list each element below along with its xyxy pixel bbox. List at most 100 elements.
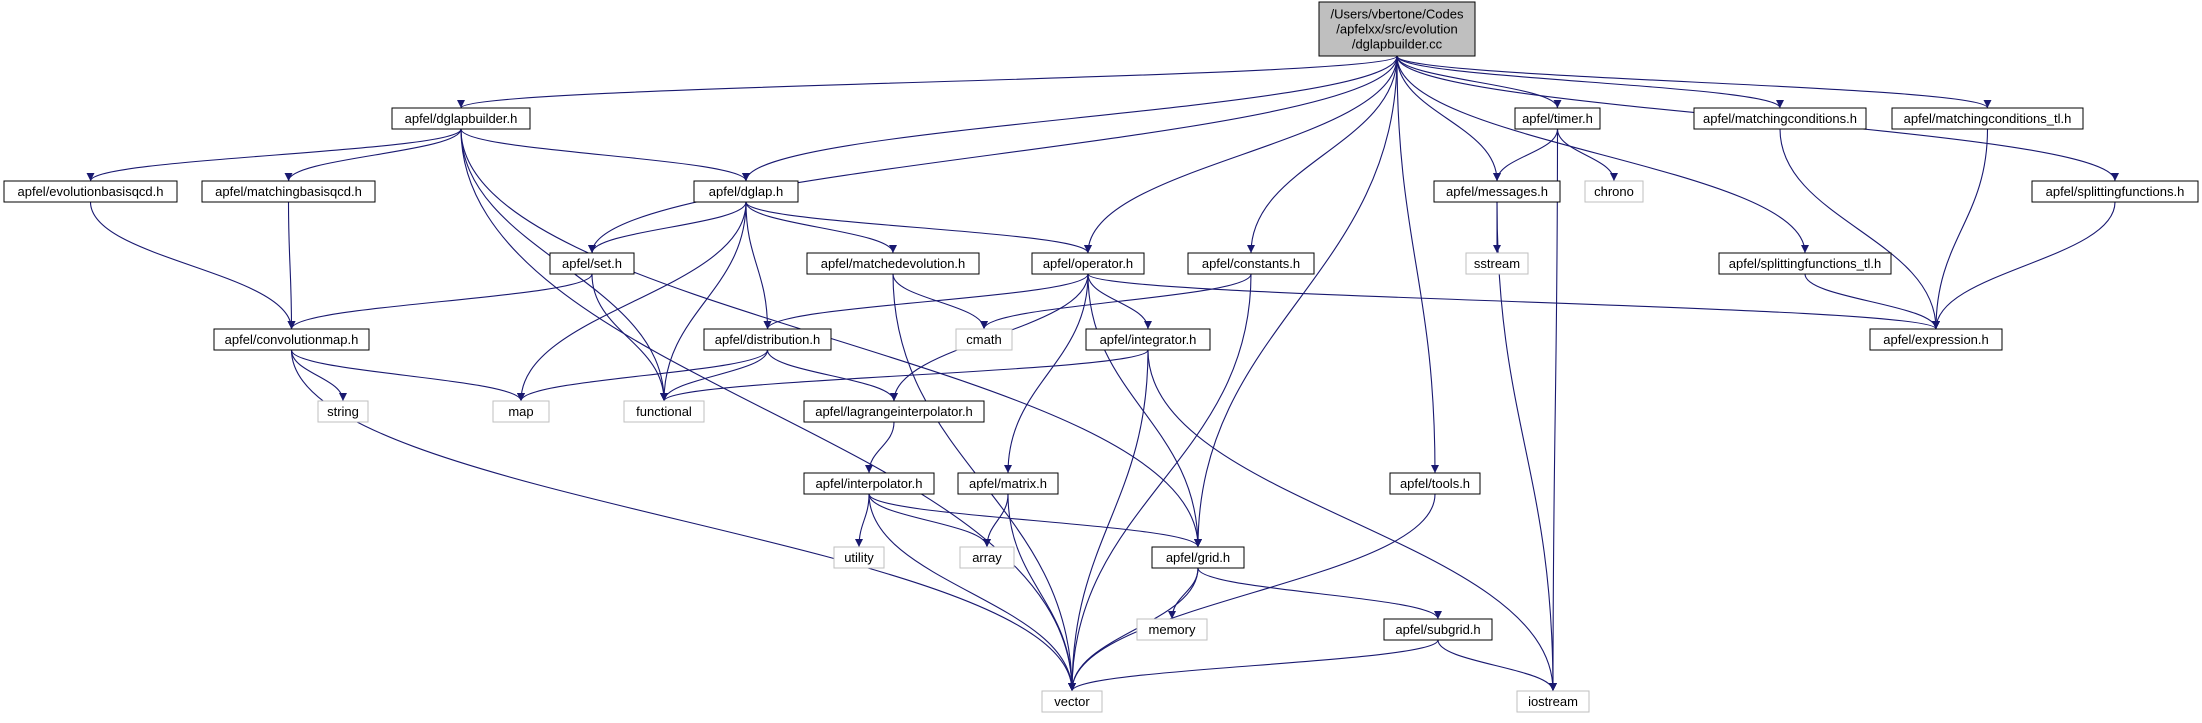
node-map: map: [492, 400, 550, 423]
node-box-iostream: [1516, 690, 1590, 713]
edges-layer: [86, 55, 2119, 692]
node-label-splittingfunctions_tl: apfel/splittingfunctions_tl.h: [1729, 256, 1881, 271]
node-box-convolutionmap: [213, 328, 370, 351]
node-box-dglap: [693, 180, 799, 203]
edge-root-to-constants: [1247, 55, 1398, 254]
edge-root-to-splittingfunctions_tl: [1396, 55, 1809, 254]
edge-grid-to-subgrid: [1197, 567, 1442, 620]
node-matrix[interactable]: apfel/matrix.h: [957, 472, 1059, 495]
node-splittingfunctions_tl[interactable]: apfel/splittingfunctions_tl.h: [1718, 252, 1892, 275]
node-utility: utility: [833, 546, 885, 569]
node-box-splittingfunctions: [2031, 180, 2199, 203]
edge-subgrid-to-vector: [1068, 639, 1439, 692]
node-expression[interactable]: apfel/expression.h: [1869, 328, 2003, 351]
edge-splittingfunctions-to-expression: [1932, 201, 2116, 330]
node-tools[interactable]: apfel/tools.h: [1389, 472, 1481, 495]
node-timer[interactable]: apfel/timer.h: [1514, 107, 1601, 130]
edge-root-to-matchingconditions: [1396, 55, 1784, 109]
edge-set-to-functional: [591, 273, 668, 402]
node-box-root: [1318, 1, 1476, 57]
node-box-grid: [1151, 546, 1245, 569]
node-box-memory: [1136, 618, 1208, 641]
node-evolutionbasisqcd[interactable]: apfel/evolutionbasisqcd.h: [3, 180, 178, 203]
edge-matrix-to-array: [983, 493, 1009, 548]
edge-integrator-to-iostream: [1147, 349, 1557, 692]
node-label-memory: memory: [1149, 622, 1196, 637]
node-distribution[interactable]: apfel/distribution.h: [703, 328, 832, 351]
edge-matchingconditions-to-expression: [1779, 128, 1940, 330]
node-set[interactable]: apfel/set.h: [549, 252, 635, 275]
node-label-string: string: [327, 404, 359, 419]
edge-root-to-timer: [1396, 55, 1562, 109]
node-label-distribution: apfel/distribution.h: [715, 332, 821, 347]
node-matchingbasisqcd[interactable]: apfel/matchingbasisqcd.h: [201, 180, 376, 203]
edge-integrator-to-vector: [1068, 349, 1149, 692]
node-label-matchingconditions: apfel/matchingconditions.h: [1703, 111, 1857, 126]
edge-grid-to-memory: [1168, 567, 1199, 620]
edge-timer-to-chrono: [1556, 128, 1618, 182]
node-label-map: map: [508, 404, 533, 419]
node-convolutionmap[interactable]: apfel/convolutionmap.h: [213, 328, 370, 351]
edge-root-to-operator: [1084, 55, 1398, 254]
node-interpolator[interactable]: apfel/interpolator.h: [803, 472, 935, 495]
node-matchingconditions_tl[interactable]: apfel/matchingconditions_tl.h: [1891, 107, 2084, 130]
node-constants[interactable]: apfel/constants.h: [1187, 252, 1315, 275]
edge-dglap-to-functional: [660, 201, 747, 402]
edge-operator-to-matrix: [1004, 273, 1089, 474]
edge-interpolator-to-utility: [855, 493, 870, 548]
node-box-dglapbuilder: [391, 107, 531, 130]
node-label-sstream: sstream: [1474, 256, 1520, 271]
node-root[interactable]: /Users/vbertone/Codes/apfelxx/src/evolut…: [1318, 1, 1476, 57]
node-vector: vector: [1041, 690, 1103, 713]
node-box-matrix: [957, 472, 1059, 495]
node-matchingconditions[interactable]: apfel/matchingconditions.h: [1693, 107, 1867, 130]
node-label-vector: vector: [1054, 694, 1090, 709]
node-subgrid[interactable]: apfel/subgrid.h: [1383, 618, 1493, 641]
node-messages[interactable]: apfel/messages.h: [1433, 180, 1561, 203]
node-dglapbuilder[interactable]: apfel/dglapbuilder.h: [391, 107, 531, 130]
edge-matrix-to-vector: [1007, 493, 1076, 692]
edge-root-to-matchingconditions_tl: [1396, 55, 1992, 109]
edge-lagrangeinterpolator-to-interpolator: [865, 421, 895, 474]
node-label-tools: apfel/tools.h: [1400, 476, 1470, 491]
edge-splittingfunctions_tl-to-expression: [1804, 273, 1940, 330]
edge-subgrid-to-iostream: [1437, 639, 1557, 692]
node-operator[interactable]: apfel/operator.h: [1031, 252, 1145, 275]
edge-distribution-to-map: [517, 349, 769, 402]
node-array: array: [959, 546, 1015, 569]
edge-tools-to-vector: [1068, 493, 1436, 692]
node-integrator[interactable]: apfel/integrator.h: [1085, 328, 1211, 351]
nodes-layer: /Users/vbertone/Codes/apfelxx/src/evolut…: [3, 1, 2199, 713]
node-label-array: array: [972, 550, 1002, 565]
edge-root-to-grid: [1194, 55, 1398, 548]
node-label-iostream: iostream: [1528, 694, 1578, 709]
node-box-distribution: [703, 328, 832, 351]
edge-root-to-dglapbuilder: [457, 55, 1398, 109]
edge-convolutionmap-to-string: [290, 349, 347, 402]
node-box-matchingconditions: [1693, 107, 1867, 130]
node-dglap[interactable]: apfel/dglap.h: [693, 180, 799, 203]
edge-matchingbasisqcd-to-convolutionmap: [287, 201, 296, 330]
node-box-chrono: [1584, 180, 1644, 203]
node-label-dglapbuilder: apfel/dglapbuilder.h: [405, 111, 518, 126]
node-label-utility: utility: [844, 550, 874, 565]
node-label-evolutionbasisqcd: apfel/evolutionbasisqcd.h: [18, 184, 164, 199]
edge-operator-to-expression: [1087, 273, 1940, 330]
node-box-functional: [623, 400, 705, 423]
node-box-utility: [833, 546, 885, 569]
node-lagrangeinterpolator[interactable]: apfel/lagrangeinterpolator.h: [803, 400, 985, 423]
edge-set-to-convolutionmap: [287, 273, 593, 330]
node-label-timer: apfel/timer.h: [1522, 111, 1593, 126]
node-grid[interactable]: apfel/grid.h: [1151, 546, 1245, 569]
node-box-tools: [1389, 472, 1481, 495]
node-matchedevolution[interactable]: apfel/matchedevolution.h: [806, 252, 980, 275]
node-box-interpolator: [803, 472, 935, 495]
node-label-root: /dglapbuilder.cc: [1352, 37, 1443, 52]
edge-distribution-to-functional: [660, 349, 769, 402]
edge-dglap-to-matchedevolution: [745, 201, 897, 254]
node-splittingfunctions[interactable]: apfel/splittingfunctions.h: [2031, 180, 2199, 203]
node-box-lagrangeinterpolator: [803, 400, 985, 423]
node-box-expression: [1869, 328, 2003, 351]
node-box-operator: [1031, 252, 1145, 275]
